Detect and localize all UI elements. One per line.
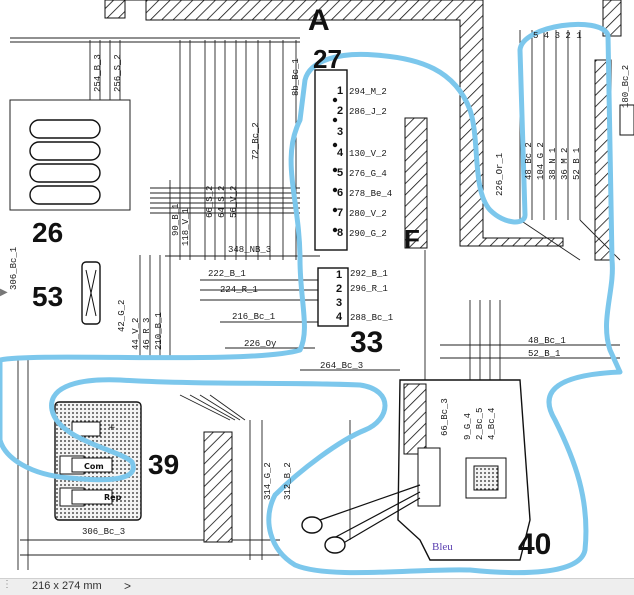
connector-27 (314, 69, 428, 251)
pin-27-8: 8 (337, 227, 343, 239)
label-plus: + (108, 423, 116, 433)
mid-wire-labels: 348_NB_3 222_B_1 224_R_1 216_Bc_1 226_Oy… (82, 245, 566, 537)
component-40-harness (301, 379, 531, 561)
wire-label: 38_N_1 (548, 148, 558, 180)
wire-label: 2_Bc_5 (475, 408, 485, 440)
wire-label: 294_M_2 (349, 87, 387, 97)
wire-label: 118_V_1 (181, 208, 191, 246)
wire-label: 222_B_1 (208, 269, 246, 279)
wire-label: 48_Bc_1 (528, 336, 566, 346)
wire-label: 8b_Bc_1 (291, 58, 301, 96)
wire-label: 36_M_2 (560, 148, 570, 180)
pin-33-1: 1 (336, 269, 342, 281)
wire-label: 210_B_1 (154, 312, 164, 350)
pin-33-2: 2 (336, 283, 342, 295)
connector-27-wire-labels: 294_M_2 286_J_2 130_V_2 276_G_4 278_Be_4… (349, 87, 392, 239)
left-vertical-labels: 42_G_2 44_V_2 46_R_3 210_B_1 306_Bc_1 (9, 247, 164, 350)
label-40: 40 (518, 528, 551, 561)
wire-label: 296_R_1 (350, 284, 388, 294)
highlight-outlines (0, 21, 623, 576)
wire-label: 42_G_2 (117, 300, 127, 332)
pin-27-4: 4 (337, 147, 344, 159)
component-39-switch (54, 401, 142, 521)
wire-label: 290_G_2 (349, 229, 387, 239)
wire-bundle-lines (10, 30, 621, 570)
connector-27-pin-labels: 1 2 3 4 5 6 7 8 (337, 85, 344, 239)
pin-33-3: 3 (336, 297, 342, 309)
pin-33-4: 4 (336, 311, 343, 323)
label-27: 27 (313, 44, 342, 74)
component-labels: A 27 26 53 33 39 40 F Bleu + Com Rep (32, 4, 551, 561)
wire-label: 280_V_2 (349, 209, 387, 219)
wire-label: 286_J_2 (349, 107, 387, 117)
wire-label: 226_Or_1 (495, 153, 505, 196)
wire-label: 306_Bc_3 (82, 527, 125, 537)
wire-label: 9_G_4 (463, 413, 473, 440)
wire-label: 276_G_4 (349, 169, 387, 179)
top-right-wire-labels: 5 4 3 2 1 48_Bc_2 104_G_2 38_N_1 36_M_2 … (495, 31, 631, 196)
connector-33 (317, 267, 349, 327)
component-26-relay (9, 99, 131, 211)
status-bar: ⋮ 216 x 274 mm > (0, 578, 634, 595)
wire-label: 306_Bc_1 (9, 247, 19, 290)
wire-label: 292_B_1 (350, 269, 388, 279)
wire-label: 224_R_1 (220, 285, 258, 295)
wire-label: 130_V_2 (349, 149, 387, 159)
wire-label: 52_B_1 (572, 148, 582, 180)
label-26: 26 (32, 217, 63, 248)
page-dimensions: 216 x 274 mm (32, 580, 102, 592)
wire-label: 288_Bc_1 (350, 313, 393, 323)
pin-27-3: 3 (337, 126, 343, 138)
pin-27-1: 1 (337, 85, 343, 97)
wire-label: 90_B_1 (171, 204, 181, 236)
wire-label: 314_G_2 (263, 462, 273, 500)
wire-label: 52_B_1 (528, 349, 560, 359)
component-53-fuse (81, 261, 101, 325)
wire-label: 56_V_2 (229, 186, 239, 218)
side-expand-arrow-icon[interactable]: ▶ (0, 287, 8, 298)
pin-27-7: 7 (337, 207, 343, 219)
wire-label: 256_S_2 (113, 54, 123, 92)
wire-label: 226_Oy (244, 339, 277, 349)
wire-label: 44_V_2 (131, 318, 141, 350)
wire-label: 66_S_2 (205, 186, 215, 218)
wire-label: 278_Be_4 (349, 189, 392, 199)
top-connector-pins: 5 4 3 2 1 (533, 31, 582, 41)
label-53: 53 (32, 281, 63, 312)
left-top-wire-labels: 254_B_3 256_S_2 118_V_1 66_S_2 64_S_2 56… (93, 54, 301, 246)
connector-33-labels: 1 2 3 4 292_B_1 296_R_1 288_Bc_1 (336, 269, 393, 323)
wire-label: 264_Bc_3 (320, 361, 363, 371)
label-A: A (308, 4, 330, 37)
pin-27-6: 6 (337, 187, 343, 199)
wire-label: 48_Bc_2 (524, 142, 534, 180)
label-rep: Rep (104, 493, 122, 502)
wire-label: 216_Bc_1 (232, 312, 275, 322)
label-33: 33 (350, 326, 383, 359)
wire-label: 348_NB_3 (228, 245, 271, 255)
pin-27-5: 5 (337, 167, 343, 179)
wire-label: 312_B_2 (283, 462, 293, 500)
wire-label: 180_Bc_2 (621, 65, 631, 108)
wire-label: 104_G_2 (536, 142, 546, 180)
wire-label: 254_B_3 (93, 54, 103, 92)
wire-label: 64_S_2 (217, 186, 227, 218)
label-39: 39 (148, 449, 179, 480)
pin-27-2: 2 (337, 105, 343, 117)
wire-label: 4_Bc_4 (487, 408, 497, 440)
chevron-right-icon[interactable]: > (124, 579, 132, 593)
label-com: Com (84, 462, 104, 471)
grip-icon: ⋮ (2, 579, 12, 590)
wire-label: 72_Bc_2 (251, 122, 261, 160)
hatched-sleeve-left (203, 431, 233, 543)
wire-label: 66_Bc_3 (440, 398, 450, 436)
wire-label: 46_R_3 (142, 318, 152, 350)
label-bleu: Bleu (432, 541, 453, 553)
component-40-wire-labels: 66_Bc_3 9_G_4 2_Bc_5 4_Bc_4 314_G_2 312_… (263, 398, 497, 500)
label-F: F (404, 224, 420, 254)
connector-far-right (619, 104, 634, 136)
